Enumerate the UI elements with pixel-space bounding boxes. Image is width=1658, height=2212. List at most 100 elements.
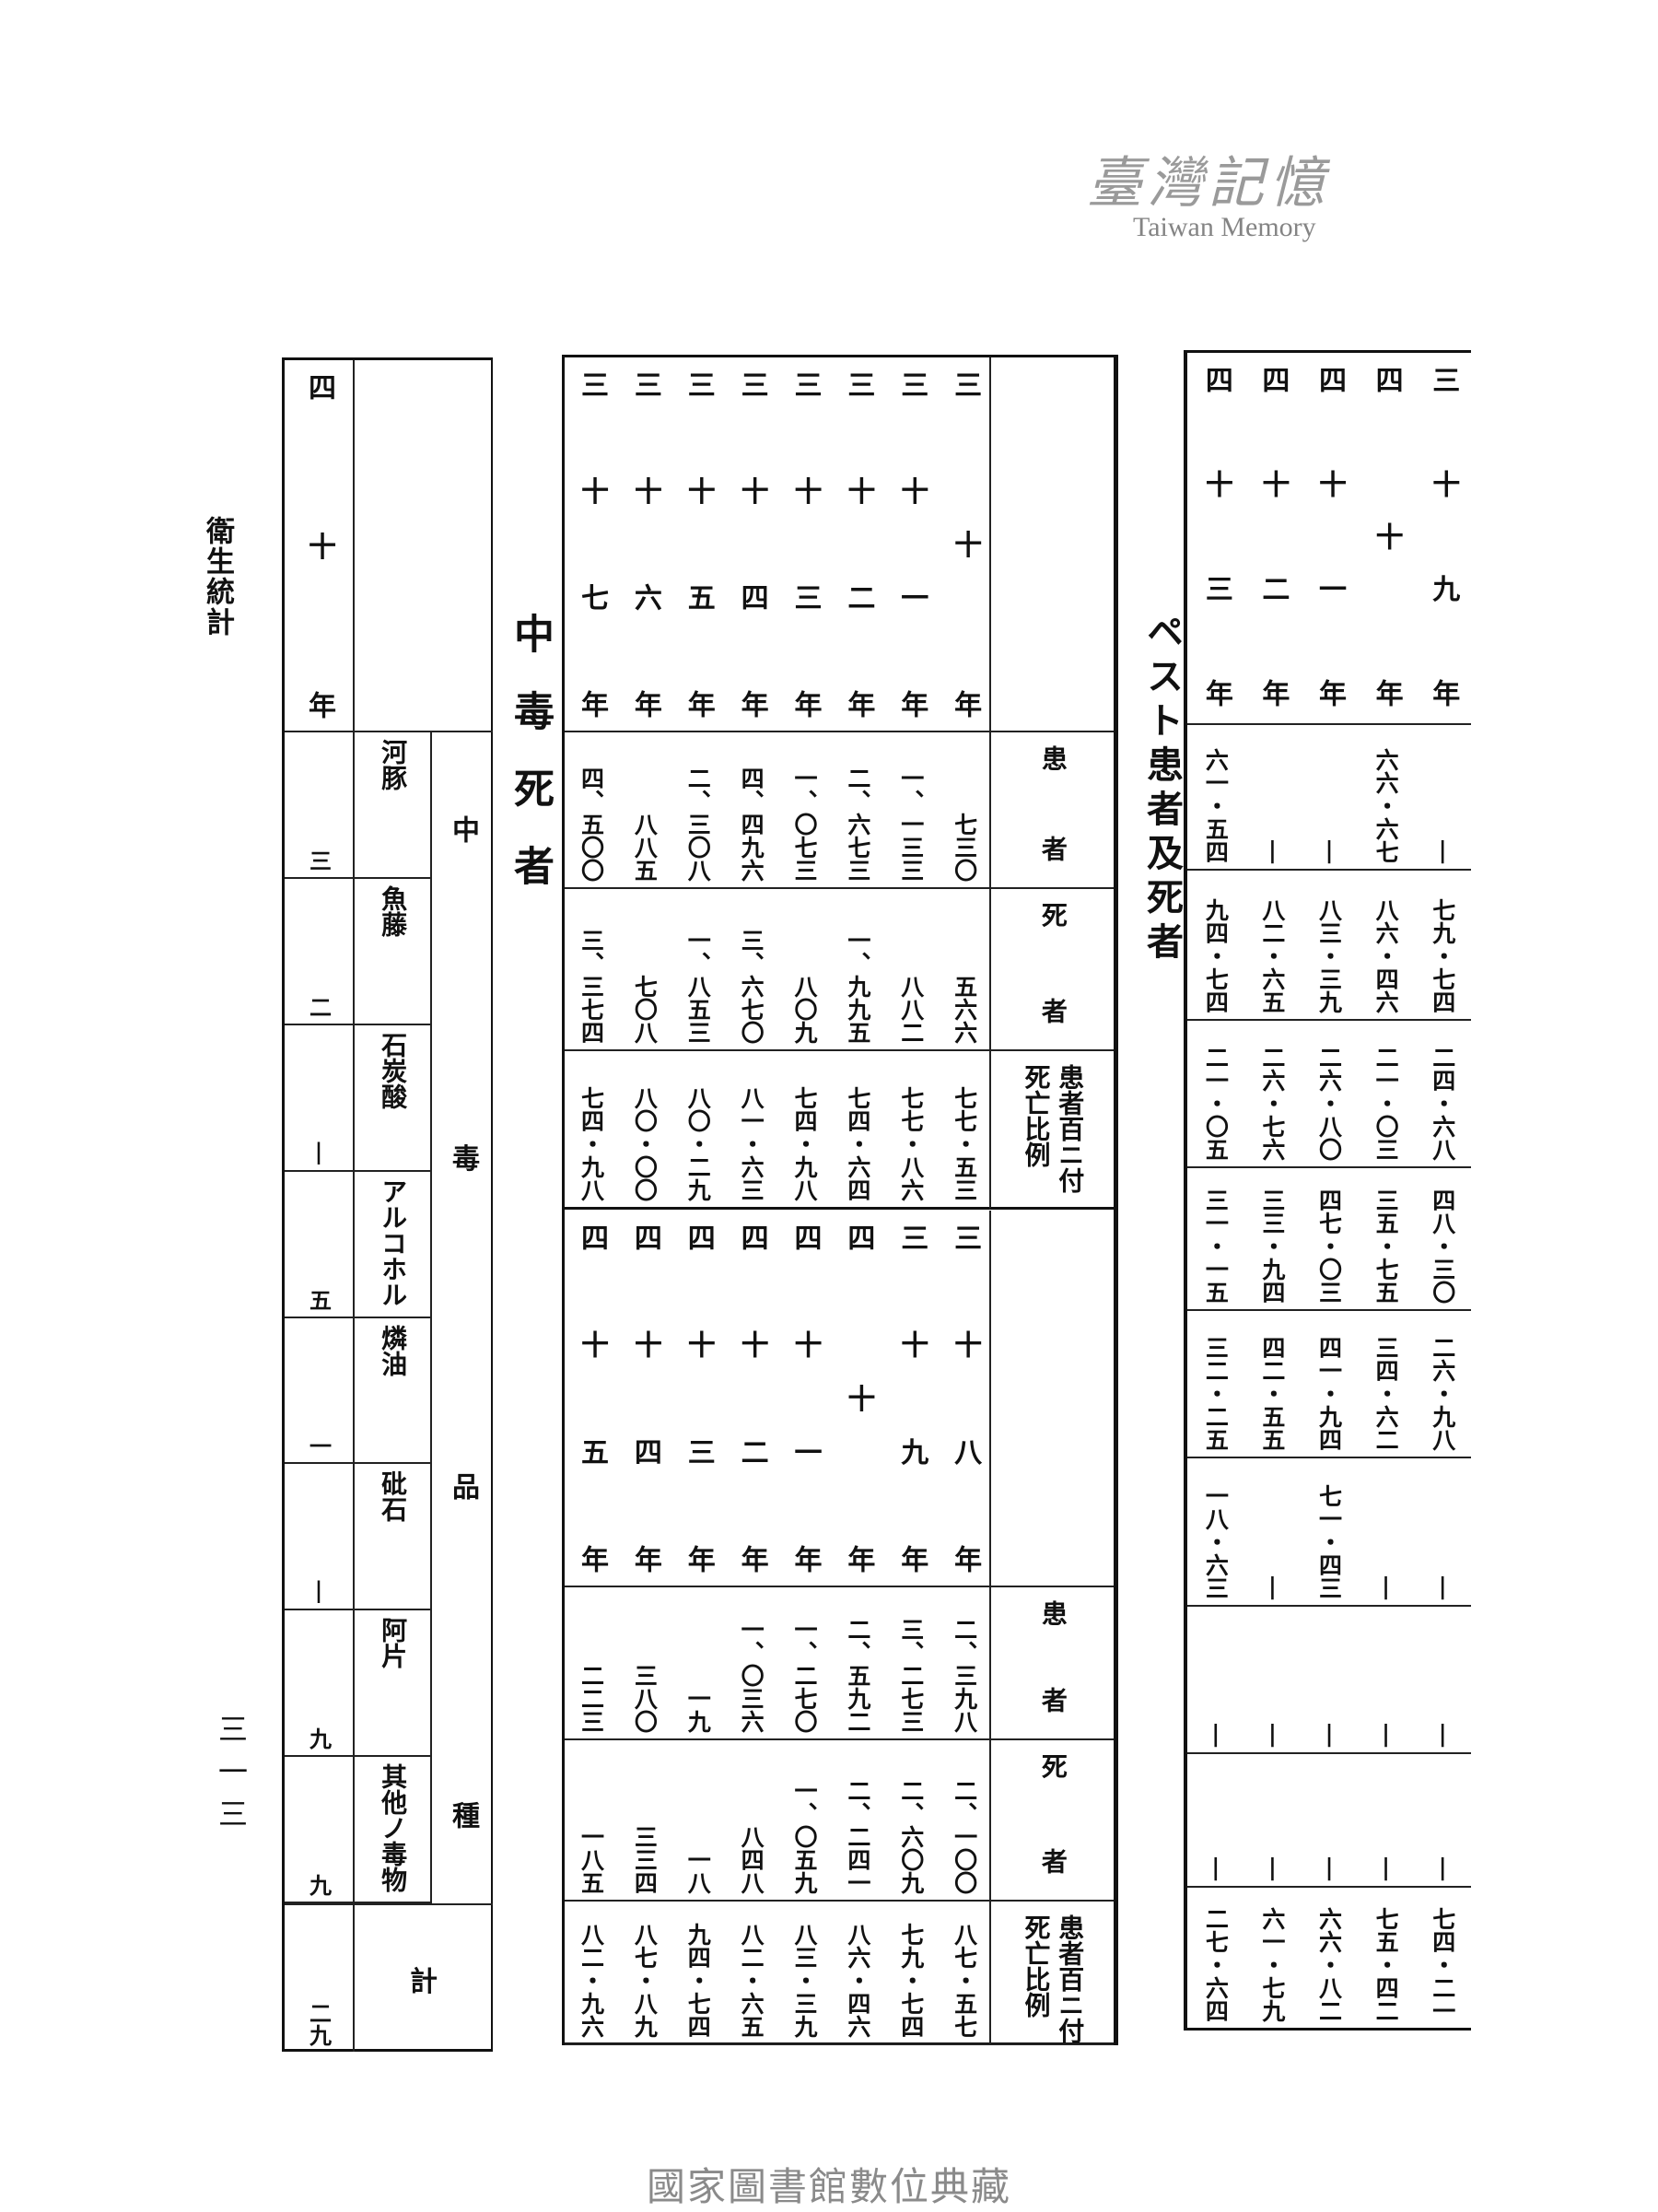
ratio-cell: |	[1301, 725, 1358, 869]
year-cell: 四十二年	[1244, 353, 1302, 783]
ratio-value: 八七・五七	[951, 1923, 978, 2038]
ratio-value: 六六・八二	[1315, 1907, 1343, 2022]
ratio-value: 八三・三九	[1315, 898, 1343, 1013]
poison-count-cell: |	[285, 1025, 353, 1172]
ratio-value: |	[1315, 1720, 1343, 1747]
ratio-cell: 八二・六五	[725, 1902, 778, 2043]
ratio-value: |	[1315, 837, 1343, 863]
year-cell: 三十七年	[565, 357, 618, 797]
year-cell: 三十一年	[884, 357, 938, 797]
deaths-cell: 八四八	[725, 1740, 778, 1900]
ratio-value: 八六・四六	[1372, 898, 1400, 1013]
patients-value: 一、一三三	[897, 767, 925, 882]
patients-cell: 八八五	[618, 732, 671, 887]
ratio-value: 二六・八〇	[1315, 1046, 1343, 1161]
ratio-cell: 二六・八〇	[1301, 1021, 1358, 1166]
ratio-value: 七四・九八	[578, 1086, 605, 1201]
ratio-value: 七四・六四	[844, 1086, 871, 1201]
ratio-value: 二一・〇三	[1372, 1046, 1400, 1161]
year-header: 四十年	[303, 373, 335, 850]
poison-count: 九	[305, 1874, 333, 1896]
patients-cell: 四、五〇〇	[565, 732, 618, 887]
poison-type: 石炭酸	[378, 1031, 409, 1109]
deaths-value: 二、六〇九	[897, 1779, 925, 1894]
deaths-value: 三、六七〇	[738, 929, 765, 1044]
year-cell: 四十年	[831, 1211, 884, 1706]
plague-lower-year-row: 三十八年三十九年四十年四十一年四十二年四十三年四十四年四十五年	[565, 1211, 991, 1706]
ratio-cell: |	[1414, 1458, 1471, 1605]
deaths-value: 七〇八	[631, 975, 659, 1044]
ratio-cell: |	[1244, 1607, 1302, 1752]
plague-upper-ratio-row: 七七・五三七七・八六七四・六四七四・九八八一・六三八〇・二九八〇・〇〇七四・九八	[565, 1051, 991, 1210]
deaths-cell: 三三四	[618, 1740, 671, 1900]
patients-cell: 二、三〇八	[671, 732, 725, 887]
year-label: 四十一年	[788, 1223, 822, 1653]
ratio-value: 四二・五五	[1258, 1336, 1286, 1451]
ratio-value: |	[1372, 1573, 1400, 1599]
ratio-cell: 七一・四三	[1301, 1458, 1358, 1605]
year-cell: 三十四年	[725, 357, 778, 797]
poison-count-cell: 九	[285, 1757, 353, 1903]
poison-count-cell: 三	[285, 732, 353, 879]
year-label: 三十年	[949, 370, 982, 850]
ratio-cell: 七四・二一	[1414, 1888, 1471, 2028]
poison-count-cell: |	[285, 1464, 353, 1611]
ratio-cell: 八六・四六	[1358, 871, 1415, 1019]
ratio-cell: |	[1358, 1458, 1415, 1605]
continued-data-row: 七四・二一七五・四二六六・八二六一・七九二七・六四	[1187, 1888, 1471, 2028]
plague-upper-ratio-header: 患者百ニ付死亡比例	[989, 1051, 1114, 1210]
patients-value: 一、〇七三	[790, 767, 818, 882]
ratio-cell: 一八・六三	[1187, 1458, 1244, 1605]
ratio-value: 三五・七五	[1372, 1188, 1400, 1304]
ratio-cell: |	[1301, 1607, 1358, 1752]
patients-value: 二、五九二	[844, 1618, 871, 1733]
ratio-value: 八一・六三	[738, 1086, 765, 1201]
ratio-header-sub: 患者百ニ付	[1055, 1064, 1086, 1193]
ratio-cell: 七七・八六	[884, 1051, 938, 1207]
poison-type-cell: 河豚	[353, 732, 432, 879]
ratio-value: 七九・七四	[1429, 898, 1456, 1013]
ratio-value: 七九・七四	[897, 1923, 925, 2038]
year-label: 三十九年	[895, 1223, 928, 1653]
poison-type-cell: 燐油	[353, 1317, 432, 1465]
plague-lower-patients-header: 患者	[989, 1587, 1114, 1773]
ratio-value: |	[1202, 1854, 1230, 1880]
poison-type: 砒石	[378, 1470, 409, 1523]
patients-cell: 二、三九八	[938, 1587, 991, 1738]
patients-cell: 一、二七〇	[778, 1587, 832, 1738]
ratio-value: |	[1258, 1573, 1286, 1599]
ratio-value: 七七・八六	[897, 1086, 925, 1201]
continued-data-row: |||||	[1187, 1607, 1471, 1754]
deaths-cell: 三、三七四	[565, 889, 618, 1049]
year-label: 三十九年	[1427, 366, 1460, 784]
ratio-cell: 七五・四二	[1358, 1888, 1415, 2028]
ratio-cell: 三三・九四	[1244, 1168, 1302, 1309]
poison-type-cell: 阿片	[353, 1610, 432, 1758]
continued-data-row: 四八・三〇三五・七五四七・〇三三三・九四三一・一五	[1187, 1168, 1471, 1311]
year-cell: 四十三年	[671, 1211, 725, 1652]
ratio-cell: 六六・六七	[1358, 725, 1415, 869]
ratio-cell: 二六・九八	[1414, 1311, 1471, 1457]
patients-header-label: 患者	[1037, 1600, 1068, 1773]
ratio-value: |	[1429, 1854, 1456, 1880]
patients-cell: 一、〇三六	[725, 1587, 778, 1738]
ratio-value: 八六・四六	[844, 1923, 871, 2038]
ratio-cell: |	[1301, 1754, 1358, 1886]
plague-lower-deaths-header: 死者	[989, 1740, 1114, 1943]
patients-value: 四、四九六	[738, 767, 765, 882]
plague-upper-year-row: 三十年三十一年三十二年三十三年三十四年三十五年三十六年三十七年	[565, 357, 991, 850]
continued-year-row: 三十九年四十年四十一年四十二年四十三年	[1187, 353, 1471, 836]
ratio-value: 八七・八九	[631, 1923, 659, 2038]
ratio-cell: 四八・三〇	[1414, 1168, 1471, 1309]
poison-count-cell: 五	[285, 1172, 353, 1318]
ratio-value: 一八・六三	[1202, 1484, 1230, 1599]
poison-type: 燐油	[378, 1324, 409, 1376]
ratio-cell: |	[1187, 1754, 1244, 1886]
deaths-value: 一八五	[578, 1825, 605, 1894]
patients-cell: 三、二七三	[884, 1587, 938, 1738]
patients-cell: 一九	[671, 1587, 725, 1738]
patients-cell: 二、六七三	[831, 732, 884, 887]
deaths-cell: 一、九九五	[831, 889, 884, 1049]
patients-value: 四、五〇〇	[578, 767, 605, 882]
deaths-header-label: 死者	[1037, 1753, 1068, 1943]
